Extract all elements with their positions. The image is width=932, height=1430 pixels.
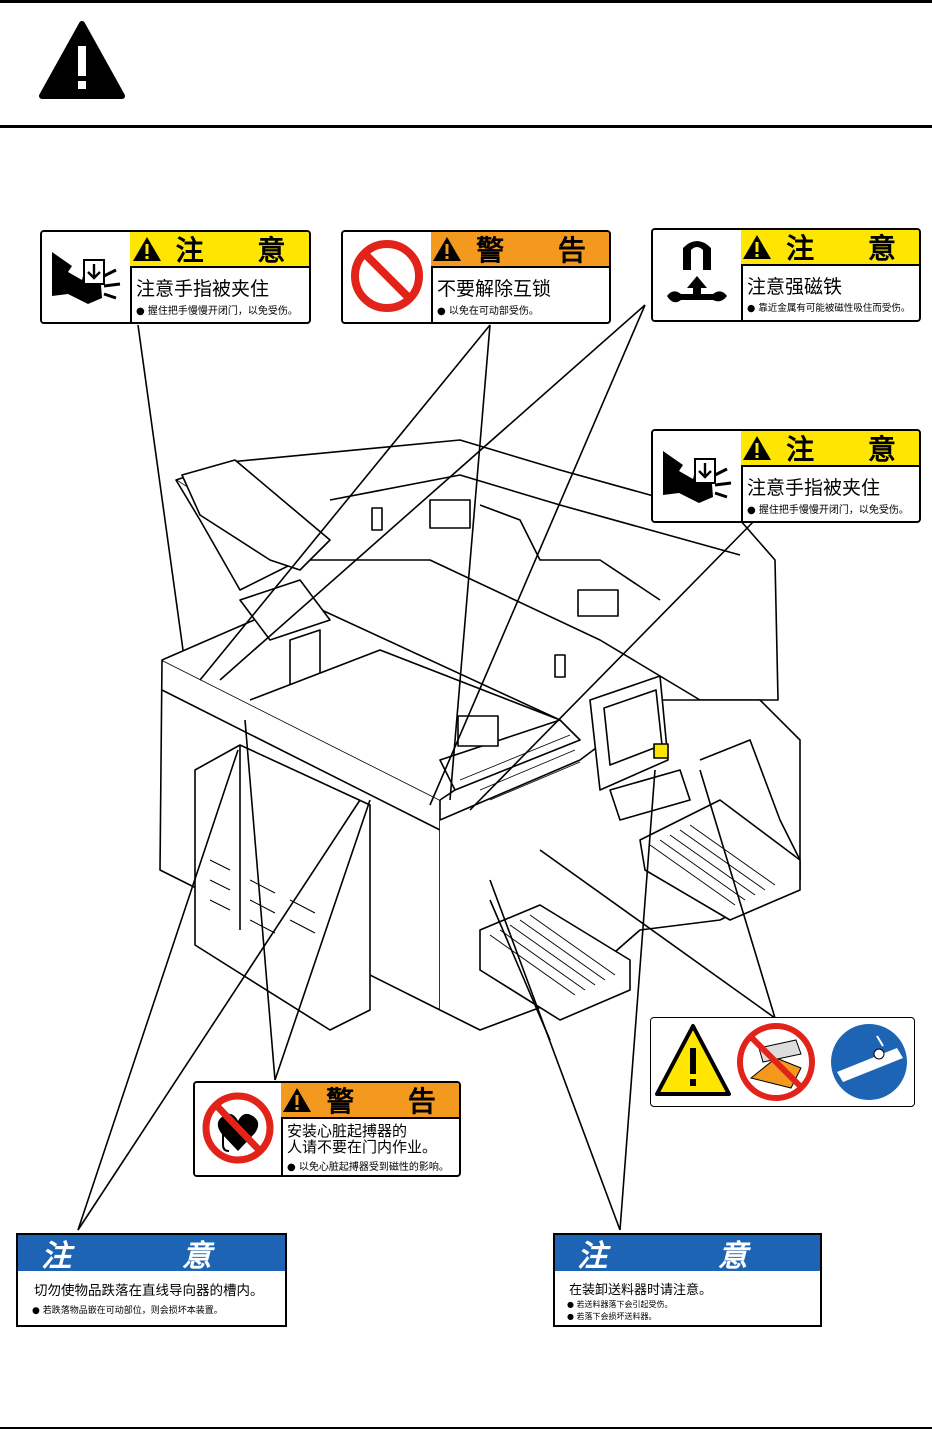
prohibited-icon: [343, 232, 431, 320]
label-message: 切勿使物品跌落在直线导向器的槽内。: [34, 1279, 264, 1299]
label-message: 注意手指被夹住: [747, 473, 880, 500]
label-note: ● 若送料器落下会引起受伤。: [567, 1299, 673, 1310]
warning-triangle-icon: [282, 1086, 312, 1114]
prohibited-icon: [740, 1026, 812, 1098]
pictogram-strip: [651, 1018, 914, 1106]
label-note: ● 握住把手慢慢开闭门，以免受伤。: [747, 501, 909, 516]
warning-triangle-icon: [742, 434, 772, 462]
label-header: 注 意: [18, 1235, 285, 1271]
caution-linear-guide-label: 注 意 切勿使物品跌落在直线导向器的槽内。 ● 若跌落物品嵌在可动部位，则会损坏…: [16, 1233, 287, 1327]
hand-pinch-icon: [653, 431, 741, 519]
feeder-guide-icon: [831, 1024, 907, 1100]
warning-interlock-label: 警 告 不要解除互锁 ● 以免在可动部受伤。: [341, 230, 611, 324]
warning-pacemaker-label: 警 告 安装心脏起搏器的 人请不要在门内作业。 ● 以免心脏起搏器受到磁性的影响…: [193, 1081, 461, 1177]
label-note: ● 握住把手慢慢开闭门，以免受伤。: [136, 302, 298, 317]
caution-feeder-label: 注 意 在装卸送料器时请注意。 ● 若送料器落下会引起受伤。 ● 若落下会损坏送…: [553, 1233, 822, 1327]
label-header: 注 意: [786, 228, 918, 267]
label-message: 不要解除互锁: [437, 274, 551, 301]
caution-finger-label-right: 注 意 注意手指被夹住 ● 握住把手慢慢开闭门，以免受伤。: [651, 429, 921, 523]
label-note: ● 以免心脏起搏器受到磁性的影响。: [287, 1158, 449, 1173]
label-header: 注 意: [555, 1235, 820, 1271]
label-message: 安装心脏起搏器的 人请不要在门内作业。: [287, 1123, 437, 1155]
label-note: ● 若跌落物品嵌在可动部位，则会损坏本装置。: [32, 1303, 223, 1316]
warning-triangle-icon: [432, 235, 462, 263]
label-header: 注 意: [786, 429, 918, 468]
warning-triangle-icon: [742, 233, 772, 261]
hand-pinch-icon: [42, 232, 130, 320]
label-note: ● 以免在可动部受伤。: [437, 302, 539, 317]
feeder-pictogram-label: [650, 1017, 915, 1107]
magnet-icon: [653, 230, 741, 318]
label-message: 注意手指被夹住: [136, 274, 269, 301]
caution-magnet-label: 注 意 注意强磁铁 ● 靠近金属有可能被磁性吸住而受伤。: [651, 228, 921, 322]
label-message: 在装卸送料器时请注意。: [569, 1279, 712, 1298]
label-note: ● 靠近金属有可能被磁性吸住而受伤。: [747, 300, 910, 314]
pacemaker-prohibited-icon: [195, 1083, 281, 1173]
warning-triangle-icon: [132, 235, 162, 263]
label-header: 警 告: [476, 230, 608, 269]
label-header: 警 告: [326, 1081, 458, 1120]
bottom-rule: [0, 1427, 932, 1429]
label-note: ● 若落下会损坏送料器。: [567, 1311, 657, 1322]
label-message: 注意强磁铁: [747, 272, 842, 299]
warning-triangle-icon: [657, 1026, 729, 1094]
caution-finger-label-top: 注 意 注意手指被夹住 ● 握住把手慢慢开闭门，以免受伤。: [40, 230, 311, 324]
label-header: 注 意: [176, 230, 308, 269]
